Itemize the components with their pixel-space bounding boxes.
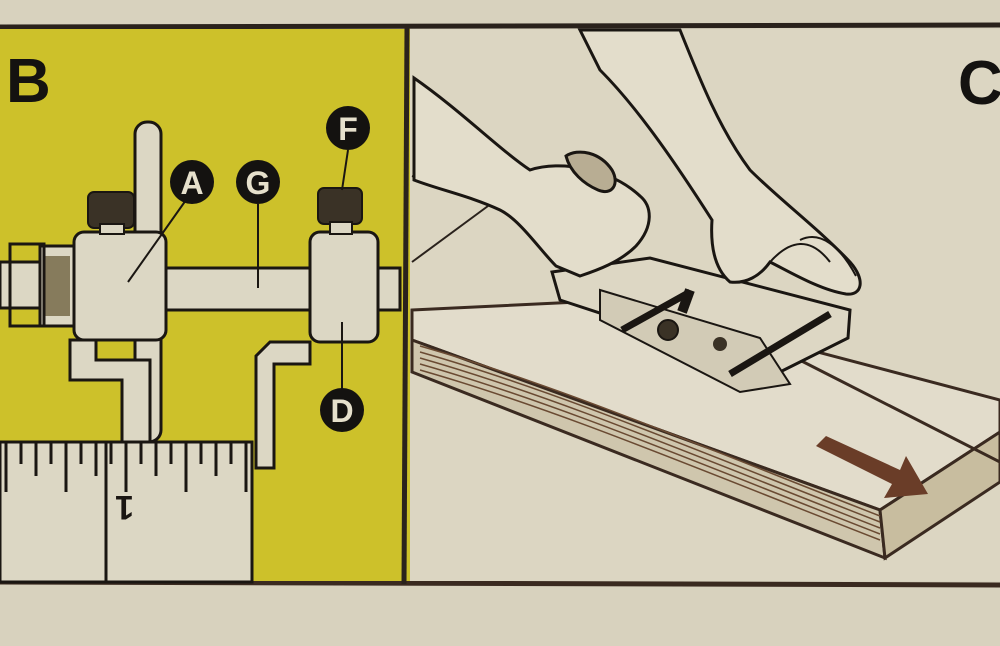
wood-grain-line xyxy=(419,345,881,517)
callout-a-circle xyxy=(170,160,214,204)
callout-f: F xyxy=(326,106,370,191)
plane-handle xyxy=(564,150,617,193)
callout-d-circle xyxy=(320,388,364,432)
wood-grain xyxy=(419,345,881,541)
thumbscrew-a xyxy=(87,191,135,229)
ruler: 1 xyxy=(0,440,254,584)
left-collar-knurl xyxy=(44,256,70,316)
left-ring xyxy=(8,242,46,328)
wood-grain-line xyxy=(419,369,881,541)
panel-b-letter: B xyxy=(6,47,51,116)
wood-grain-line xyxy=(419,357,881,529)
guide-rod-3 xyxy=(677,288,695,314)
guide-rod-2 xyxy=(728,310,832,378)
callout-d-label: D xyxy=(330,393,353,429)
block-d-arm xyxy=(254,340,312,470)
panel-divider xyxy=(401,26,410,585)
thumbscrew-a-neck xyxy=(99,223,125,235)
right-arm xyxy=(577,28,862,296)
thumbscrew-f xyxy=(317,187,363,225)
direction-arrow xyxy=(816,436,928,498)
guide-rod-1 xyxy=(620,288,692,334)
wood-grain-line xyxy=(419,363,881,535)
plane-knob xyxy=(657,319,679,341)
right-fingers xyxy=(769,236,857,277)
left-hand xyxy=(412,75,651,278)
callout-g-circle xyxy=(236,160,280,204)
callout-f-leader xyxy=(341,149,349,191)
callout-a-label: A xyxy=(180,165,203,201)
callout-d: D xyxy=(320,322,364,432)
bench-line-2 xyxy=(411,205,489,263)
wood-board-end xyxy=(878,430,1000,561)
wood-grain-line xyxy=(419,351,881,523)
callout-a-leader xyxy=(127,199,187,283)
callout-g: G xyxy=(236,160,280,288)
callout-a: A xyxy=(127,160,214,283)
panel-c: C xyxy=(410,28,1000,581)
ruler-ticks xyxy=(4,442,248,492)
wood-groove xyxy=(779,348,1000,464)
ruler-number: 1 xyxy=(115,488,134,526)
panel-b: B 1 xyxy=(0,29,414,584)
block-d xyxy=(308,230,380,344)
callout-g-label: G xyxy=(246,165,271,201)
thumbscrew-f-neck xyxy=(329,221,353,235)
callout-f-label: F xyxy=(338,111,358,147)
panel-c-letter: C xyxy=(958,49,1000,118)
plane-knob-2 xyxy=(713,337,727,351)
frame-top-line xyxy=(0,22,1000,30)
callout-f-circle xyxy=(326,106,370,150)
